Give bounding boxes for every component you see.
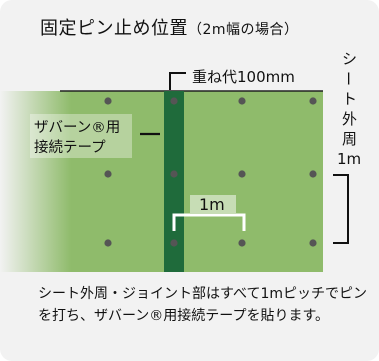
instruction-text: シート外周・ジョイント部はすべて1mピッチでピンを打ち、ザバーン®用接続テープを… <box>38 286 368 324</box>
connecting-tape <box>164 91 184 272</box>
edge-char-4: 周 <box>342 130 357 148</box>
pin <box>104 97 112 105</box>
pin <box>170 170 178 178</box>
pin <box>104 239 112 247</box>
pin <box>309 170 317 178</box>
pin <box>309 239 317 247</box>
edge-char-2: ト <box>342 90 357 108</box>
pin <box>104 170 112 178</box>
title-sub: （2m幅の場合） <box>188 22 299 38</box>
title-main: 固定ピン止め位置 <box>40 18 188 39</box>
pins <box>104 97 317 247</box>
pin <box>238 170 246 178</box>
edge-spacing-bracket <box>333 174 349 244</box>
pin-spacing-bracket <box>172 213 246 231</box>
overlap-label: 重ね代100mm <box>192 68 295 86</box>
edge-char-3: 外 <box>342 110 357 128</box>
edge-char-1: ー <box>339 71 357 86</box>
pin <box>238 239 246 247</box>
tape-label-bg <box>30 114 132 158</box>
pin-spacing-label-bg <box>190 195 236 213</box>
tape-label-line2: 接続テープ <box>34 139 106 156</box>
pin <box>309 97 317 105</box>
edge-spacing-label: 1m <box>337 150 361 168</box>
pin <box>170 97 178 105</box>
edge-char-0: シ <box>342 50 357 68</box>
pin <box>170 239 178 247</box>
pin-spacing-label: 1m <box>199 195 225 214</box>
tape-label-line1: ザバーン®用 <box>34 119 120 136</box>
diagram-title: 固定ピン止め位置（2m幅の場合） <box>40 14 299 40</box>
pin <box>238 97 246 105</box>
sheet <box>0 91 323 272</box>
overlap-bracket <box>169 72 186 90</box>
edge-vertical-label: シ ー ト 外 周 <box>339 50 357 148</box>
